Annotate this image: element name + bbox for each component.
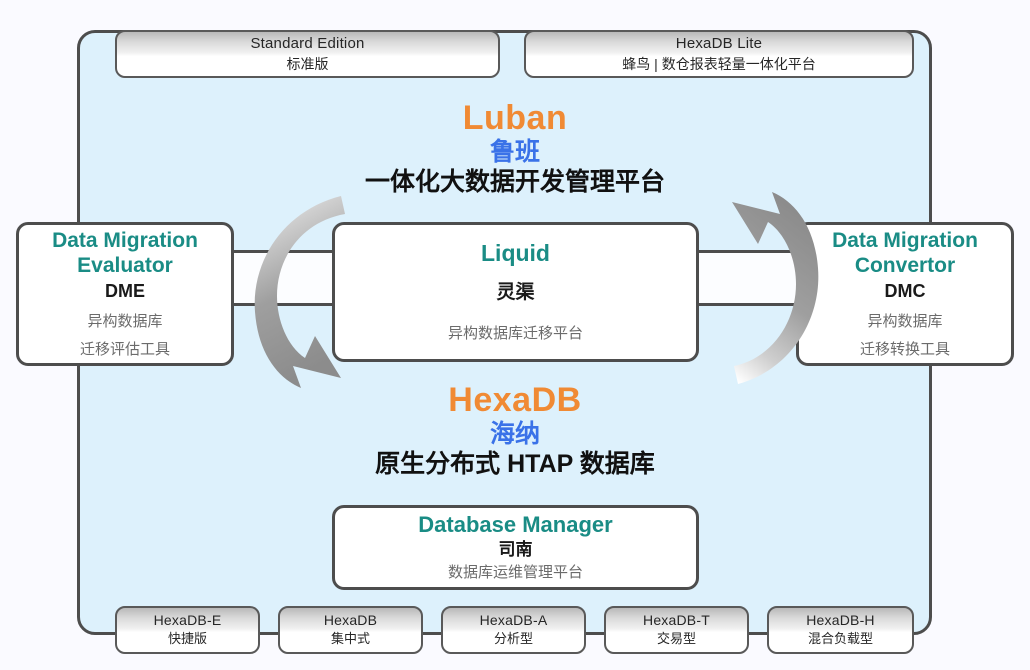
card-title-abbr: DMC xyxy=(884,281,926,302)
chip-label-en: HexaDB Lite xyxy=(675,34,763,52)
card-title-abbr: DME xyxy=(105,281,145,302)
card-desc-line2: 迁移转换工具 xyxy=(859,340,950,358)
chip-label-cn: 快捷版 xyxy=(167,631,207,647)
chip-label-cn: 分析型 xyxy=(493,631,533,647)
chip-hexadb-lite[interactable]: HexaDB Lite 蜂鸟 | 数仓报表轻量一体化平台 xyxy=(524,30,914,78)
chip-hexadb-h[interactable]: HexaDB-H 混合负载型 xyxy=(767,606,914,654)
card-desc-line1: 异构数据库 xyxy=(87,312,163,330)
card-title-cn: 灵渠 xyxy=(496,282,535,304)
chip-label-en: HexaDB xyxy=(323,612,378,629)
chip-hexadb-t[interactable]: HexaDB-T 交易型 xyxy=(604,606,749,654)
card-title-en: Data Migration Convertor xyxy=(832,228,978,278)
card-desc: 异构数据库迁移平台 xyxy=(447,325,583,343)
chip-label-en: HexaDB-T xyxy=(643,612,710,629)
luban-brand-en: Luban xyxy=(462,99,568,137)
chip-label-cn: 蜂鸟 | 数仓报表轻量一体化平台 xyxy=(622,55,816,72)
hexadb-brand-en: HexaDB xyxy=(448,381,582,419)
hexadb-brand-cn: 海纳 xyxy=(489,420,540,449)
chip-hexadb-a[interactable]: HexaDB-A 分析型 xyxy=(441,606,586,654)
chip-label-en: Standard Edition xyxy=(250,34,365,52)
card-title-en: Data Migration Evaluator xyxy=(52,228,198,278)
card-title-en: Database Manager xyxy=(418,511,613,537)
chip-standard-edition[interactable]: Standard Edition 标准版 xyxy=(115,30,500,78)
chip-label-cn: 交易型 xyxy=(656,631,696,647)
card-liquid[interactable]: Liquid 灵渠 异构数据库迁移平台 xyxy=(332,222,699,362)
chip-label-cn: 混合负载型 xyxy=(807,631,873,647)
heading-luban: Luban 鲁班 一体化大数据开发管理平台 xyxy=(0,98,1030,197)
card-title-cn: 司南 xyxy=(498,540,533,560)
chip-label-en: HexaDB-E xyxy=(153,612,222,629)
card-database-manager[interactable]: Database Manager 司南 数据库运维管理平台 xyxy=(332,505,699,590)
card-desc-line1: 异构数据库 xyxy=(867,312,943,330)
chip-hexadb-e[interactable]: HexaDB-E 快捷版 xyxy=(115,606,260,654)
luban-brand-cn: 鲁班 xyxy=(489,138,540,167)
chip-label-en: HexaDB-A xyxy=(479,612,548,629)
chip-label-en: HexaDB-H xyxy=(806,612,875,629)
card-title-en: Liquid xyxy=(481,239,550,266)
card-desc: 数据库运维管理平台 xyxy=(447,564,583,582)
chip-hexadb-centralized[interactable]: HexaDB 集中式 xyxy=(278,606,423,654)
chip-label-cn: 标准版 xyxy=(286,55,329,72)
heading-hexadb: HexaDB 海纳 原生分布式 HTAP 数据库 xyxy=(0,380,1030,479)
luban-brand-sub: 一体化大数据开发管理平台 xyxy=(364,167,665,196)
card-data-migration-convertor[interactable]: Data Migration Convertor DMC 异构数据库 迁移转换工… xyxy=(796,222,1014,366)
chip-label-cn: 集中式 xyxy=(330,631,370,647)
card-data-migration-evaluator[interactable]: Data Migration Evaluator DME 异构数据库 迁移评估工… xyxy=(16,222,234,366)
card-desc-line2: 迁移评估工具 xyxy=(79,340,170,358)
hexadb-brand-sub: 原生分布式 HTAP 数据库 xyxy=(375,449,655,478)
